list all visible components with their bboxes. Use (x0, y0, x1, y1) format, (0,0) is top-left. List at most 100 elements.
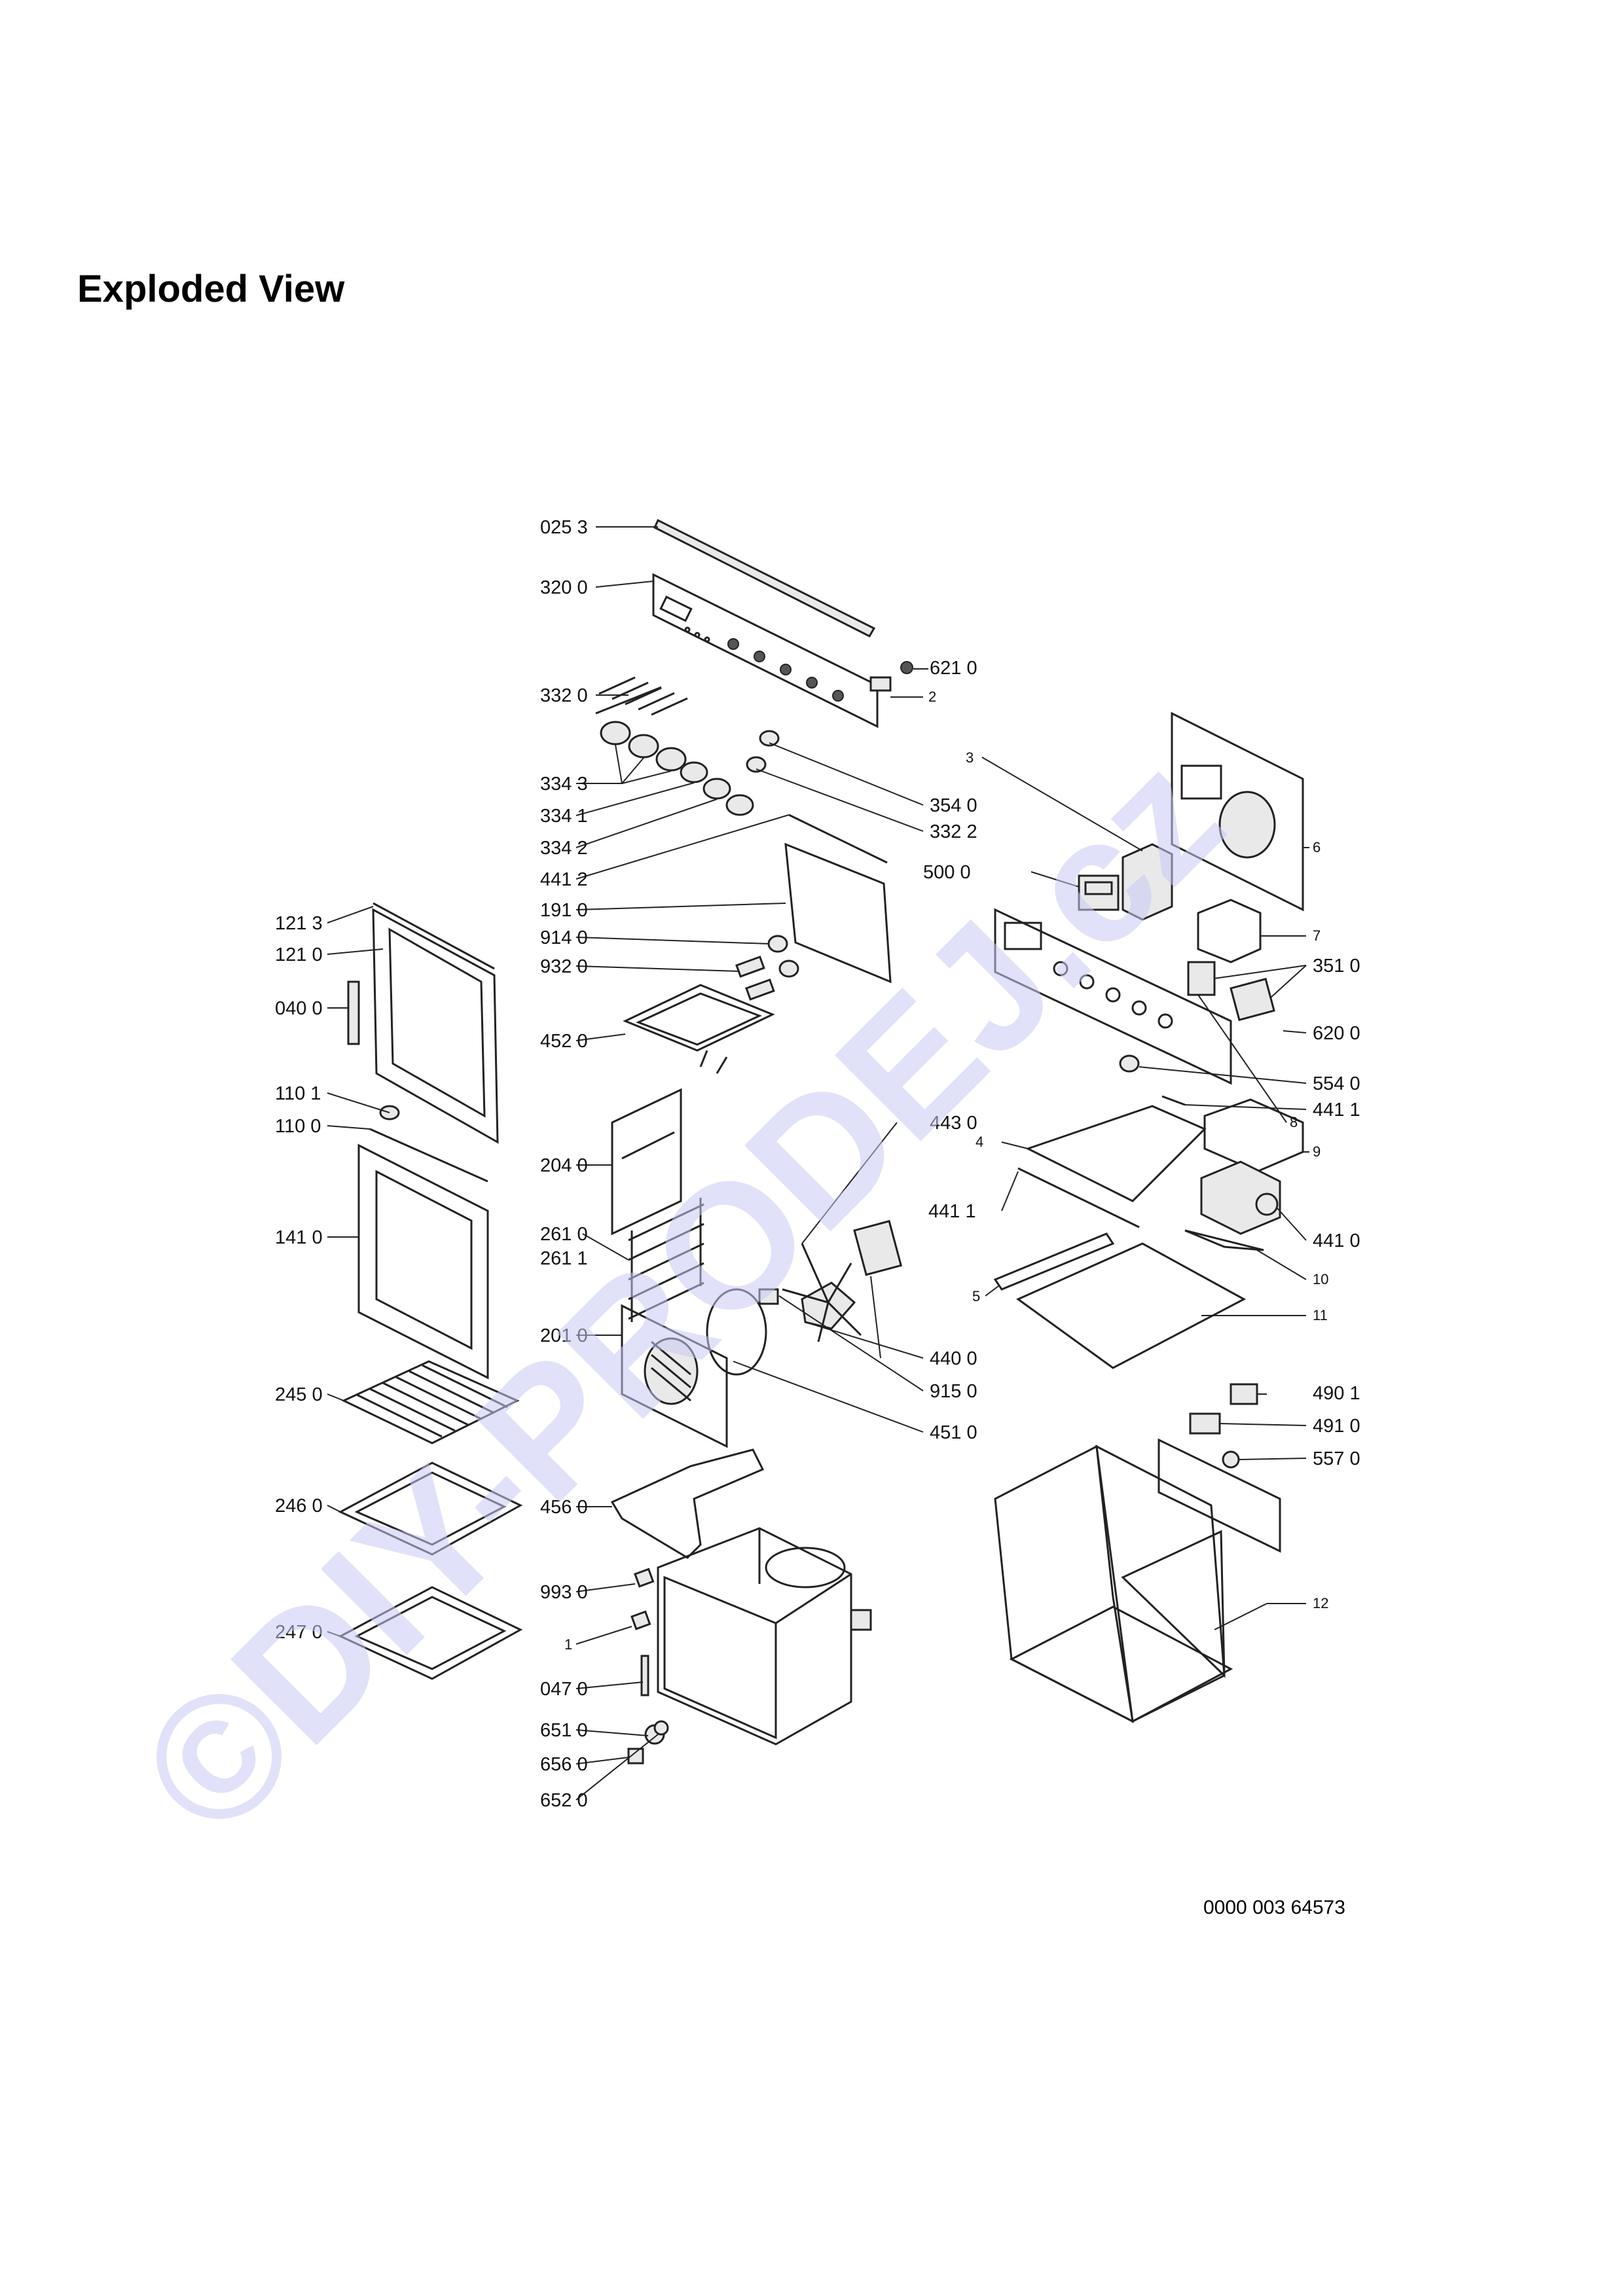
part-front-strip (1161, 1095, 1186, 1106)
label-2460: 246 0 (275, 1496, 323, 1516)
part-door-seal (784, 842, 892, 984)
part-control-frame (994, 908, 1232, 1085)
part-gasket-strip (788, 814, 888, 864)
part-oven-cavity (657, 1527, 872, 1746)
part-outer-casing (994, 1444, 1233, 1723)
label-5000: 500 0 (923, 862, 971, 883)
label-4520: 452 0 (540, 1031, 588, 1052)
page-title: Exploded View (77, 268, 345, 310)
label-0253: 025 3 (540, 517, 588, 538)
part-side-racks (628, 1198, 704, 1322)
part-door-handle (369, 1105, 488, 1183)
label-9150: 915 0 (930, 1381, 977, 1402)
part-terminal-block (1158, 1383, 1281, 1553)
label-8: 8 (1290, 1114, 1298, 1130)
label-1101: 110 1 (275, 1083, 321, 1104)
label-0470: 047 0 (540, 1679, 588, 1700)
label-1213: 121 3 (275, 913, 323, 934)
label-6510: 651 0 (540, 1720, 588, 1741)
label-4411a: 441 1 (1313, 1100, 1360, 1121)
label-2470: 247 0 (275, 1622, 323, 1643)
part-control-panel (652, 573, 879, 728)
part-small-switch (869, 661, 913, 692)
part-control-knobs (600, 721, 754, 816)
part-knob-spindles (595, 676, 688, 716)
label-5: 5 (972, 1288, 980, 1304)
label-3343: 334 3 (540, 774, 588, 795)
label-4411b: 441 1 (928, 1201, 976, 1222)
label-5540: 554 0 (1313, 1073, 1360, 1094)
label-9930: 993 0 (540, 1582, 588, 1603)
part-cover-box (1197, 899, 1262, 963)
label-7: 7 (1313, 927, 1321, 944)
label-4412: 441 2 (540, 869, 588, 890)
part-top-heating-element (623, 984, 775, 1074)
label-6200: 620 0 (1313, 1023, 1360, 1044)
part-outer-door-glass (357, 1143, 489, 1380)
label-4560: 456 0 (540, 1497, 588, 1518)
label-3510: 351 0 (1313, 956, 1360, 977)
part-shallow-tray (338, 1586, 523, 1680)
part-lamp-parts (735, 935, 799, 1001)
part-timer-module (1078, 843, 1173, 921)
part-wire-shelf (341, 1360, 520, 1444)
label-6520: 652 0 (540, 1790, 588, 1811)
label-4430: 443 0 (930, 1113, 977, 1134)
label-3341: 334 1 (540, 806, 588, 827)
leader-lines (327, 526, 1309, 1801)
part-labels: 025 3 320 0 621 0 2 332 0 334 3 354 0 33… (275, 517, 1360, 1811)
label-4510: 451 0 (930, 1422, 977, 1443)
label-9140: 914 0 (540, 927, 588, 948)
label-2040: 204 0 (540, 1155, 588, 1176)
label-1210: 121 0 (275, 944, 323, 965)
label-11: 11 (1313, 1307, 1328, 1323)
label-5570: 557 0 (1313, 1448, 1360, 1469)
part-top-trim-strip (653, 518, 876, 637)
label-2010: 201 0 (540, 1325, 588, 1346)
part-fan-blade-motor (758, 1219, 903, 1342)
label-4910: 491 0 (1313, 1416, 1360, 1437)
label-2611: 261 1 (540, 1248, 588, 1269)
label-1100: 110 0 (275, 1116, 321, 1137)
part-base-plate (993, 1232, 1247, 1369)
part-ring-heater (706, 1288, 767, 1376)
label-3: 3 (966, 749, 974, 766)
part-top-cover (1017, 1105, 1207, 1229)
label-4400: 440 0 (930, 1348, 977, 1369)
label-3540: 354 0 (930, 795, 977, 816)
label-12: 12 (1313, 1595, 1328, 1611)
part-inner-door-frame (372, 902, 499, 1144)
part-push-buttons (746, 730, 780, 773)
part-small-hardware (627, 1568, 669, 1765)
part-shelf-support-bracket (611, 1088, 682, 1236)
label-3200: 320 0 (540, 577, 588, 598)
label-3320: 332 0 (540, 685, 588, 706)
label-6: 6 (1313, 839, 1321, 855)
label-4901: 490 1 (1313, 1383, 1360, 1404)
label-6210: 621 0 (930, 658, 977, 679)
label-4410: 441 0 (1313, 1230, 1360, 1251)
part-selector-switches (1119, 961, 1275, 1073)
label-9: 9 (1313, 1143, 1321, 1160)
label-2: 2 (928, 689, 936, 705)
label-0400: 040 0 (275, 998, 323, 1019)
label-2450: 245 0 (275, 1384, 323, 1405)
label-6560: 656 0 (540, 1754, 588, 1775)
label-1910: 191 0 (540, 900, 588, 921)
label-4: 4 (976, 1134, 983, 1150)
label-1: 1 (564, 1636, 572, 1653)
part-rear-panel-fan-grill (621, 1304, 728, 1448)
label-10: 10 (1313, 1271, 1328, 1287)
label-3322: 332 2 (930, 821, 977, 842)
part-cooling-fan-housing (1184, 1098, 1304, 1251)
part-rear-cover-panel (1171, 711, 1304, 912)
label-2610: 261 0 (540, 1224, 588, 1245)
label-9320: 932 0 (540, 956, 588, 977)
part-deep-tray (338, 1462, 523, 1556)
document-number: 0000 003 64573 (1203, 1897, 1345, 1918)
label-1410: 141 0 (275, 1227, 323, 1248)
part-bottom-heating-element (610, 1448, 765, 1559)
part-door-hinge (347, 980, 360, 1045)
label-3342: 334 2 (540, 838, 588, 859)
